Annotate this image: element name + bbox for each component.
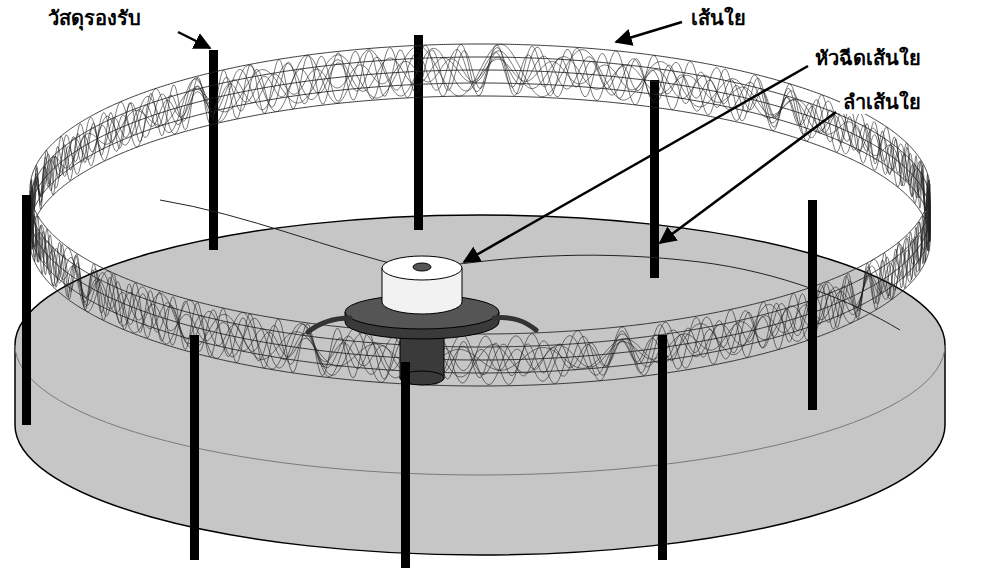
fiber-jet <box>160 200 410 268</box>
fiber-strand <box>30 50 930 380</box>
support-post <box>401 362 410 568</box>
collector-base-rim <box>15 345 945 475</box>
support-post <box>209 50 218 250</box>
collector-base <box>15 215 945 555</box>
fiber-strand <box>30 56 930 384</box>
leader-arrow <box>464 66 808 262</box>
fiber-jet <box>430 255 900 330</box>
fiber-strand <box>30 44 930 370</box>
fiber-strand <box>30 48 930 378</box>
support-post <box>808 200 817 410</box>
support-post <box>414 35 423 230</box>
callout-label: เส้นใย <box>688 6 749 30</box>
fiber-strand <box>30 45 930 371</box>
callout-label: ลำเส้นใย <box>840 90 924 114</box>
leader-arrow <box>616 22 682 42</box>
leader-arrow <box>178 32 210 48</box>
support-post <box>22 195 31 425</box>
fiber-ring <box>30 44 930 386</box>
support-post <box>190 335 199 560</box>
fiber-strand <box>30 44 930 334</box>
leader-arrow <box>660 112 836 243</box>
spinneret <box>308 256 536 385</box>
support-post <box>658 335 667 560</box>
support-post <box>650 80 659 278</box>
callout-label: วัสดุรองรับ <box>45 6 144 30</box>
callout-label: หัวฉีดเส้นใย <box>812 46 924 70</box>
